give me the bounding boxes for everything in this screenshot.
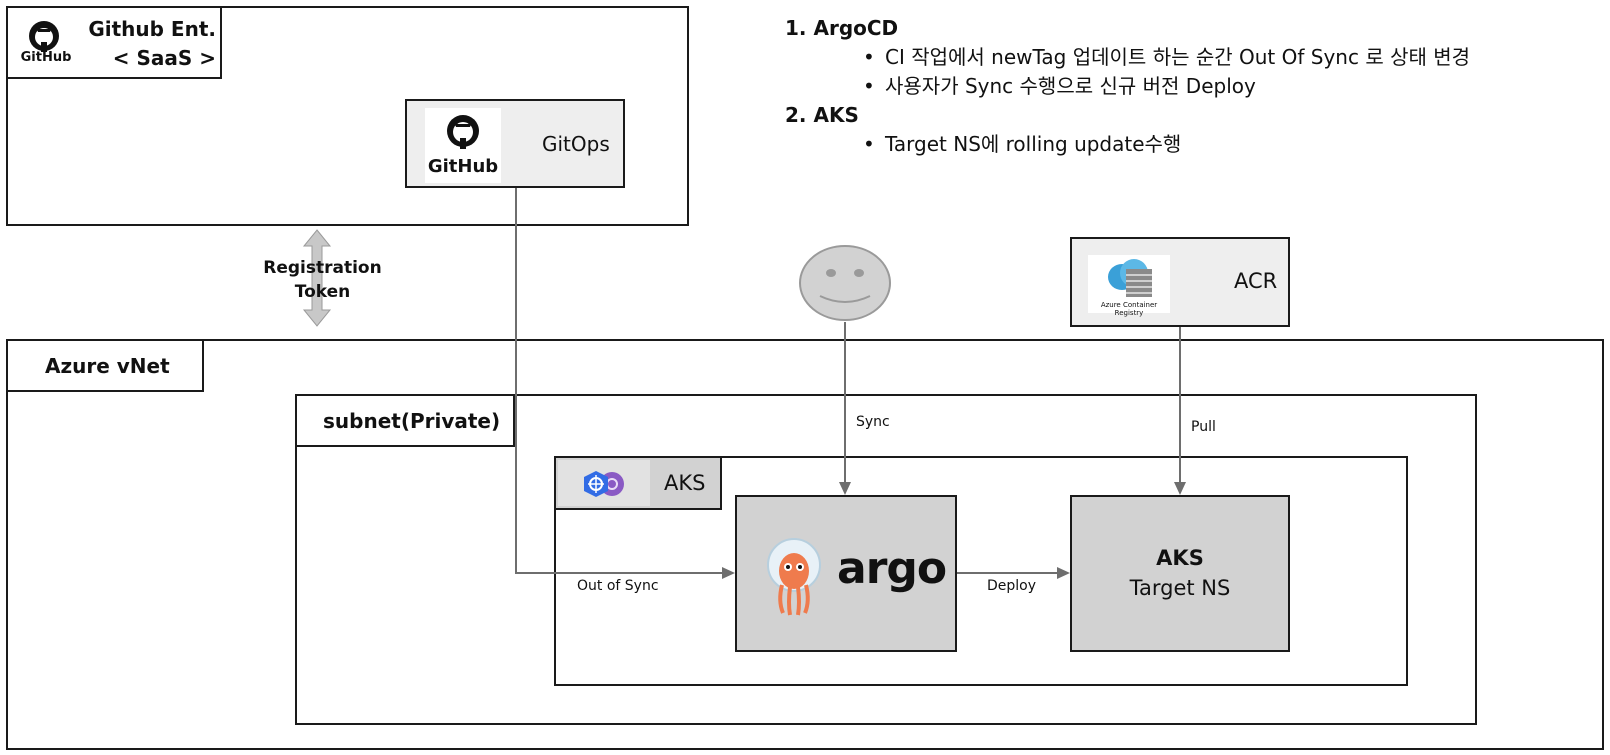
- subnet-label: subnet(Private): [323, 409, 501, 433]
- notes-item2-bullet: Target NS에 rolling update수행: [863, 130, 1585, 159]
- aks-cluster-box: [554, 456, 1408, 686]
- gitops-label: GitOps: [542, 132, 610, 156]
- sync-label: Sync: [856, 414, 890, 430]
- registration-label-line2: Token: [294, 282, 351, 302]
- acr-node: Azure Container Registry ACR: [1070, 237, 1290, 327]
- subnet-box: [295, 394, 1477, 725]
- deploy-arrowhead: [1057, 567, 1070, 579]
- kubernetes-helm-icon: [558, 460, 650, 506]
- acr-logo-caption: Azure Container Registry: [1100, 301, 1158, 317]
- pull-arrowhead: [1174, 482, 1186, 495]
- aks-target-ns-node: AKS Target NS: [1070, 495, 1290, 652]
- notes-item1-list: CI 작업에서 newTag 업데이트 하는 순간 Out Of Sync 로 …: [785, 43, 1585, 101]
- notes-panel: 1. ArgoCD CI 작업에서 newTag 업데이트 하는 순간 Out …: [785, 14, 1585, 159]
- acr-label: ACR: [1234, 269, 1278, 293]
- notes-item1-bullet: 사용자가 Sync 수행으로 신규 버전 Deploy: [863, 72, 1585, 101]
- notes-item1-title: 1. ArgoCD: [785, 16, 899, 40]
- azure-vnet-box: [6, 339, 1604, 750]
- azure-vnet-header: Azure vNet: [6, 339, 204, 392]
- out-of-sync-arrowhead: [722, 567, 735, 579]
- github-logo-text: GitHub: [20, 50, 72, 65]
- gitops-github-text: GitHub: [427, 156, 499, 177]
- acr-logo: Azure Container Registry: [1088, 255, 1170, 317]
- aks-cluster-header: AKS: [554, 456, 722, 510]
- subnet-header: subnet(Private): [295, 394, 515, 447]
- github-enterprise-subtitle: < SaaS >: [112, 46, 216, 70]
- azure-cloud-container-registry-icon: [1108, 259, 1152, 297]
- notes-item2-list: Target NS에 rolling update수행: [785, 130, 1585, 159]
- notes-item2-title: 2. AKS: [785, 103, 859, 127]
- registration-token-label: Registration Token: [255, 256, 390, 304]
- aks-cluster-label: AKS: [664, 471, 706, 495]
- github-enterprise-header: GitHub Github Ent. < SaaS >: [6, 6, 222, 79]
- pull-connector: [1179, 327, 1181, 486]
- sync-connector: [844, 322, 846, 486]
- registration-token-arrow: [302, 229, 332, 327]
- argo-wordmark: argo: [837, 543, 947, 594]
- notes-item1-bullet: CI 작업에서 newTag 업데이트 하는 순간 Out Of Sync 로 …: [863, 43, 1585, 72]
- aks-target-ns-title: AKS: [1156, 546, 1204, 570]
- gitops-node: GitHub GitOps: [405, 99, 625, 188]
- smiley-face-icon: [799, 245, 891, 321]
- gitops-vertical-connector: [515, 188, 517, 574]
- gitops-github-logo: GitHub: [425, 108, 501, 183]
- argo-node: argo: [735, 495, 957, 652]
- deploy-connector: [957, 572, 1061, 574]
- gitops-horizontal-connector: [515, 572, 725, 574]
- registration-label-line1: Registration: [263, 258, 382, 278]
- github-enterprise-title: Github Ent.: [88, 17, 216, 41]
- argo-octopus-icon: [767, 538, 821, 616]
- github-octocat-icon: [447, 115, 479, 149]
- out-of-sync-label: Out of Sync: [577, 578, 659, 594]
- sync-arrowhead: [839, 482, 851, 495]
- azure-vnet-label: Azure vNet: [45, 354, 170, 378]
- pull-label: Pull: [1191, 419, 1216, 435]
- deploy-label: Deploy: [987, 578, 1037, 594]
- github-logo-icon: [16, 16, 72, 72]
- aks-target-ns-subtitle: Target NS: [1129, 576, 1231, 600]
